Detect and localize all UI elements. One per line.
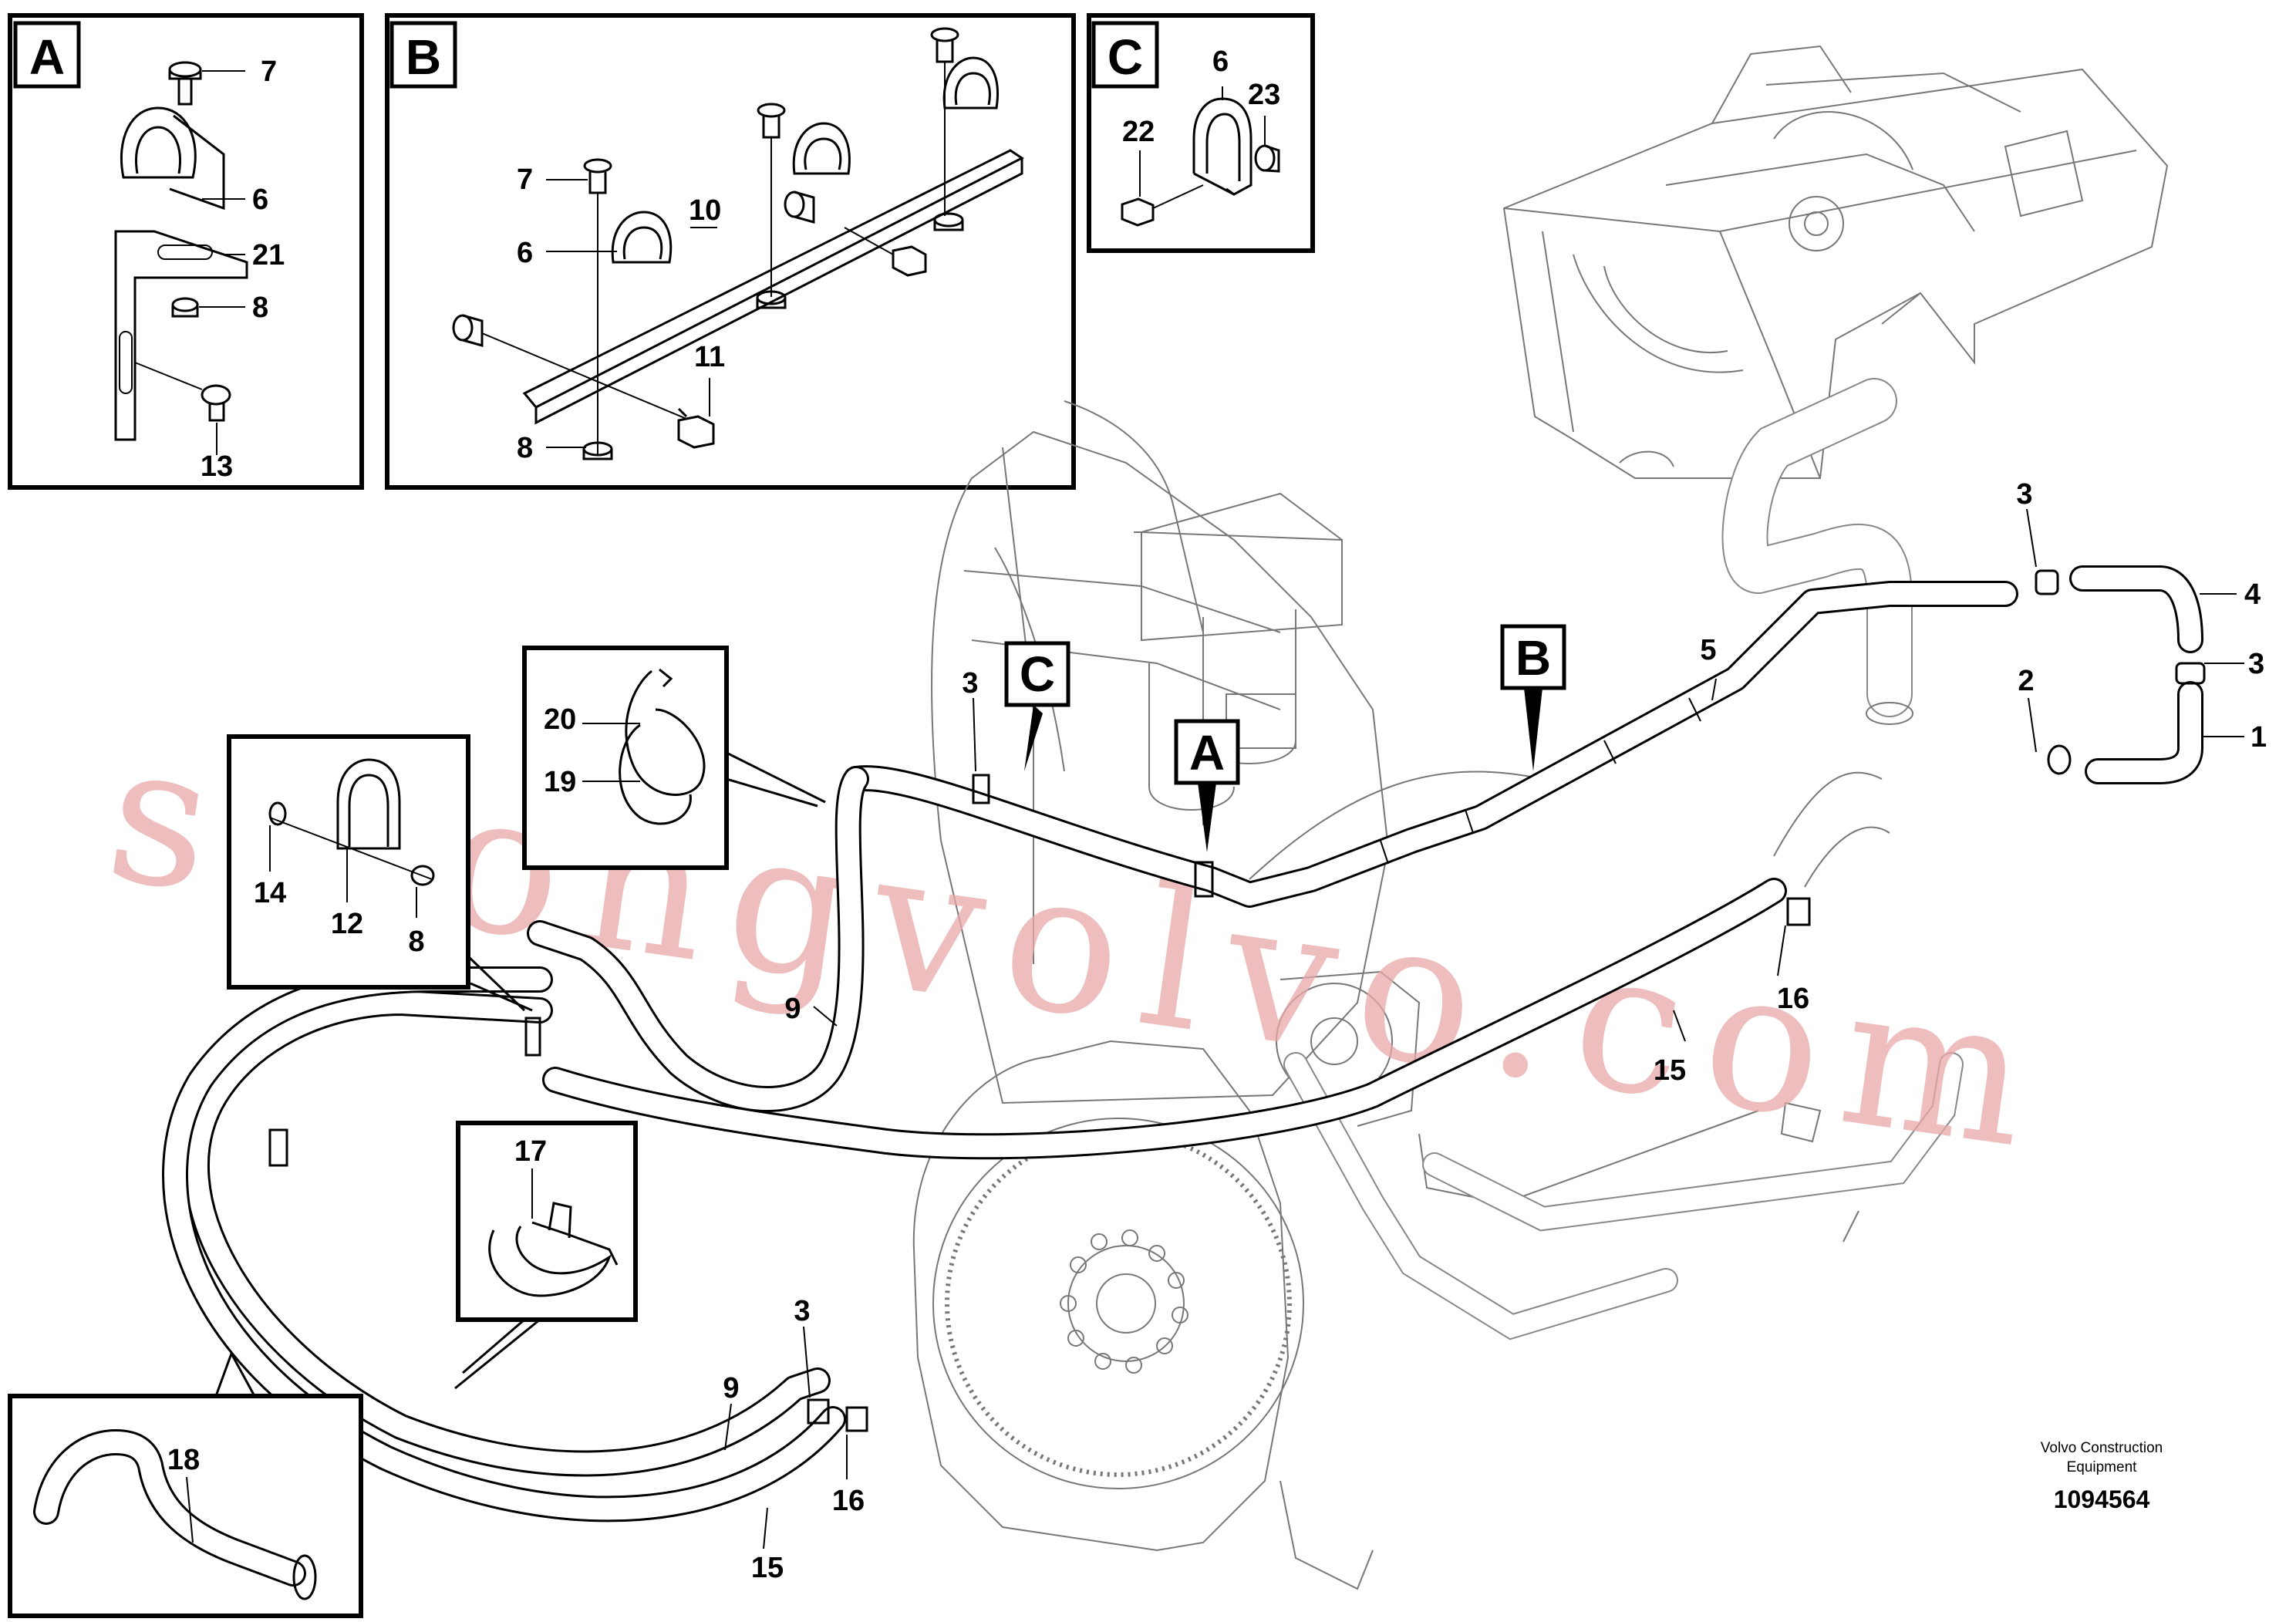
machine-frame-illustration (1502, 45, 2169, 479)
label-15-right: 15 (1654, 1054, 1686, 1087)
spacer-icon (784, 191, 815, 224)
label-9-lower: 9 (723, 1372, 739, 1404)
hose-clamp-icon (268, 569, 2206, 1432)
bolt-icon (1121, 184, 1204, 227)
detail-b-label-8: 8 (517, 432, 533, 464)
detail-b-label-10: 10 (689, 194, 721, 227)
nut-icon (933, 212, 964, 231)
part-labels: 3 4 3 2 1 5 3 20 19 14 12 8 9 16 15 17 1… (167, 478, 2267, 1584)
hose-4 (2069, 565, 2203, 653)
label-3-mid: 3 (962, 667, 978, 700)
label-20: 20 (544, 703, 576, 736)
detail-c-label-23: 23 (1248, 79, 1280, 111)
document-number: 1094564 (2054, 1485, 2150, 1513)
callout-tag-a-letter: A (1189, 725, 1225, 781)
credit-line-1: Volvo Construction (2041, 1440, 2163, 1456)
rubber-clip-icon (611, 211, 673, 264)
label-3-right: 3 (2248, 648, 2264, 680)
hose-15 (162, 878, 1787, 1523)
detail-a-label-8: 8 (252, 292, 268, 324)
detail-c-letter: C (1108, 29, 1143, 85)
rubber-clip-icon (120, 106, 225, 211)
callout-tag-c: C (1004, 641, 1070, 771)
detail-b-label-7: 7 (517, 164, 533, 196)
label-16-lower: 16 (832, 1485, 865, 1517)
detail-c-label-22: 22 (1122, 116, 1155, 148)
label-4: 4 (2244, 578, 2261, 611)
bolt-icon (892, 245, 927, 277)
detail-box-b: B (385, 13, 1076, 490)
spacer-icon (1254, 144, 1280, 173)
label-3-top: 3 (2016, 478, 2032, 511)
inset-cable-tie (522, 646, 826, 870)
strap-clip-icon (488, 1202, 619, 1297)
detail-a-label-21: 21 (252, 239, 285, 271)
detail-c-label-6: 6 (1212, 46, 1229, 78)
label-12: 12 (331, 908, 363, 940)
inset-clip (227, 734, 533, 1012)
label-15-lower: 15 (751, 1552, 784, 1584)
bolt-icon (168, 61, 202, 106)
bracket-icon (114, 230, 248, 441)
nut-icon (582, 441, 613, 460)
manufacturer-credit: Volvo Construction Equipment 1094564 (2041, 1440, 2163, 1513)
label-8-inset: 8 (408, 926, 424, 958)
rail-icon (522, 149, 1024, 425)
hose-1 (2085, 681, 2203, 784)
label-1: 1 (2250, 721, 2267, 754)
callout-tag-c-letter: C (1020, 646, 1055, 702)
bolt-icon (134, 362, 231, 422)
rubber-clip-icon (942, 56, 999, 110)
label-5: 5 (1700, 634, 1716, 666)
rubber-clip-icon (792, 122, 851, 175)
nut-icon (756, 290, 787, 309)
detail-box-a: A (8, 13, 364, 490)
callout-tag-b-letter: B (1515, 630, 1551, 686)
callout-tag-a: A (1174, 719, 1240, 852)
callout-tag-b: B (1500, 624, 1566, 771)
label-9-upper: 9 (784, 993, 801, 1025)
rubber-clip-icon (336, 758, 401, 850)
label-18: 18 (167, 1444, 200, 1476)
nut-icon (171, 297, 199, 318)
inset-hose-18 (8, 1351, 363, 1618)
label-2: 2 (2018, 665, 2034, 697)
label-3-lower: 3 (794, 1295, 810, 1327)
detail-b-label-11: 11 (694, 341, 725, 373)
detail-a-label-13: 13 (201, 450, 233, 483)
leader-lines (724, 508, 2244, 1549)
inset-strap (454, 1121, 638, 1390)
label-17: 17 (514, 1135, 547, 1168)
hose-5 (843, 581, 2018, 908)
detail-box-c: C 6 23 22 (1087, 13, 1315, 253)
label-14: 14 (254, 877, 286, 909)
bolt-icon (677, 407, 715, 449)
label-16-right: 16 (1777, 983, 1809, 1015)
detail-a-letter: A (29, 29, 65, 85)
engine-illustration (912, 378, 1964, 1590)
hose-9 (184, 766, 869, 1477)
detail-a-label-6: 6 (252, 184, 268, 216)
credit-line-2: Equipment (2067, 1459, 2138, 1475)
detail-b-label-6: 6 (517, 237, 533, 269)
cable-tie-icon (619, 668, 706, 825)
label-19: 19 (544, 766, 576, 798)
detail-a-label-7: 7 (261, 56, 277, 88)
detail-b-letter: B (406, 29, 441, 85)
